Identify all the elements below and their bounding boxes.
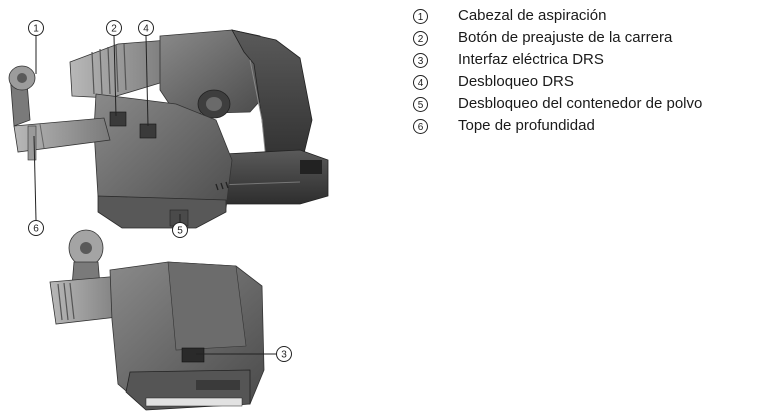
callout-2: 2 bbox=[106, 20, 122, 117]
product-illustration: 1 2 4 6 5 3 bbox=[8, 20, 329, 411]
legend-item-5: 5 Desbloqueo del contenedor de polvo bbox=[413, 94, 702, 114]
callout-4: 4 bbox=[138, 20, 154, 127]
legend-label: Desbloqueo DRS bbox=[458, 73, 574, 90]
legend-label: Tope de profundidad bbox=[458, 117, 595, 134]
hammer-drill-with-dust-module bbox=[8, 29, 329, 229]
callout-4-number: 4 bbox=[143, 24, 149, 35]
legend-item-6: 6 Tope de profundidad bbox=[413, 116, 595, 136]
callout-1-number: 1 bbox=[33, 24, 39, 35]
legend-item-3: 3 Interfaz eléctrica DRS bbox=[413, 50, 604, 70]
legend-number: 5 bbox=[413, 96, 428, 112]
dust-module-detached bbox=[49, 229, 265, 411]
legend-label: Cabezal de aspiración bbox=[458, 7, 607, 24]
callout-5-number: 5 bbox=[177, 226, 183, 237]
dust-container bbox=[97, 195, 227, 229]
legend-number: 1 bbox=[413, 8, 428, 24]
legend-number: 6 bbox=[413, 118, 428, 134]
legend-item-4: 4 Desbloqueo DRS bbox=[413, 72, 574, 92]
legend-item-1: 1 Cabezal de aspiración bbox=[413, 6, 606, 26]
callout-1: 1 bbox=[28, 20, 44, 74]
callout-6: 6 bbox=[28, 135, 44, 236]
callout-2-number: 2 bbox=[111, 24, 117, 35]
drs-electrical-interface bbox=[181, 347, 205, 363]
telescopic-tube bbox=[13, 117, 111, 153]
callout-3: 3 bbox=[196, 346, 292, 362]
stroke-preset-button bbox=[109, 111, 127, 127]
drs-release-button bbox=[139, 123, 157, 139]
callout-5: 5 bbox=[172, 214, 188, 238]
callout-3-number: 3 bbox=[281, 350, 287, 361]
legend-number: 4 bbox=[413, 74, 428, 90]
legend-item-2: 2 Botón de preajuste de la carrera bbox=[413, 28, 672, 48]
legend-label: Botón de preajuste de la carrera bbox=[458, 29, 673, 46]
legend-label: Desbloqueo del contenedor de polvo bbox=[458, 95, 703, 112]
legend-number: 2 bbox=[413, 30, 428, 46]
legend-number: 3 bbox=[413, 52, 428, 68]
callout-6-number: 6 bbox=[33, 224, 39, 235]
drill-chuck bbox=[69, 39, 171, 99]
legend-label: Interfaz eléctrica DRS bbox=[458, 51, 604, 68]
